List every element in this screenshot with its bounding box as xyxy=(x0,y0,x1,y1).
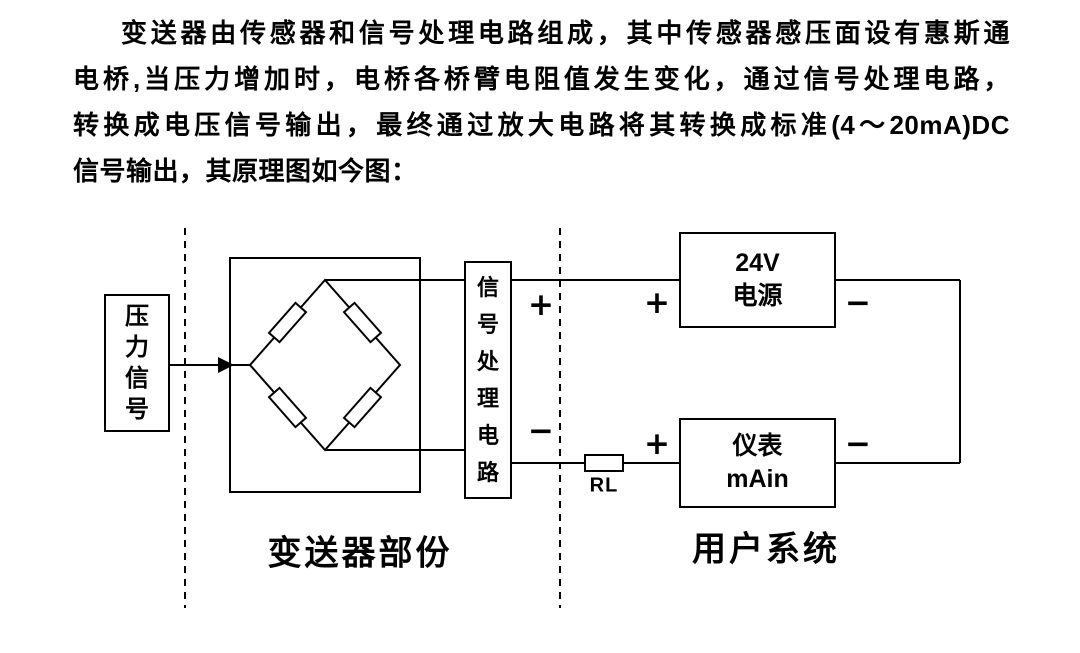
meter-line2: mAin xyxy=(726,465,789,493)
signal-processing-char: 信 xyxy=(476,275,499,300)
power-supply-line1: 24V xyxy=(735,249,780,277)
minus-sign-meter-output: − xyxy=(845,426,871,462)
pressure-signal-char: 力 xyxy=(125,334,149,361)
bridge-enclosure-box xyxy=(229,257,421,493)
minus-sign-signal-output: − xyxy=(528,413,554,449)
pressure-signal-char: 压 xyxy=(125,303,149,330)
intro-line: 电桥,当压力增加时，电桥各桥臂电阻值发生变化，通过信号处理电路， xyxy=(73,64,1010,94)
intro-line: 信号输出，其原理图如今图： xyxy=(73,156,418,186)
minus-sign-power-output: − xyxy=(845,285,871,321)
section-label-transmitter: 变送器部份 xyxy=(267,535,453,573)
signal-processing-char: 路 xyxy=(476,460,499,485)
flow-arrow-icon xyxy=(218,357,234,373)
bridge-resistor-bottom-right xyxy=(342,386,383,429)
signal-processing-box: 信 号 处 理 电 路 xyxy=(464,261,512,499)
intro-line: 转换成电压信号输出，最终通过放大电路将其转换成标准(4～20mA)DC xyxy=(73,110,1010,140)
signal-processing-char: 理 xyxy=(476,386,499,411)
intro-line: 变送器由传感器和信号处理电路组成，其中传感器感压面设有惠斯通 xyxy=(121,18,1010,48)
meter-line1: 仪表 xyxy=(732,432,783,460)
power-supply-line2: 电源 xyxy=(732,282,783,310)
signal-processing-char: 号 xyxy=(476,312,499,337)
load-resistor-rl xyxy=(584,454,624,472)
meter-box: 仪表 mAin xyxy=(679,418,836,508)
wheatstone-bridge-diamond xyxy=(248,278,402,452)
section-label-user-system: 用户系统 xyxy=(692,531,840,569)
pressure-signal-char: 号 xyxy=(125,396,149,423)
signal-processing-char: 电 xyxy=(476,423,499,448)
intro-paragraph: 变送器由传感器和信号处理电路组成，其中传感器感压面设有惠斯通 电桥,当压力增加时… xyxy=(73,10,1010,194)
pressure-signal-char: 信 xyxy=(125,365,149,392)
rl-label: RL xyxy=(589,474,619,497)
plus-sign-power-input: + xyxy=(644,285,670,321)
pressure-signal-box: 压 力 信 号 xyxy=(104,294,170,432)
plus-sign-signal-output: + xyxy=(528,287,554,323)
signal-processing-char: 处 xyxy=(476,349,499,374)
bridge-resistor-bottom-left xyxy=(267,386,308,429)
power-supply-box: 24V 电源 xyxy=(679,232,836,328)
bridge-resistor-top-right xyxy=(342,301,383,344)
bridge-resistor-top-left xyxy=(267,301,308,344)
plus-sign-meter-input: + xyxy=(644,426,670,462)
